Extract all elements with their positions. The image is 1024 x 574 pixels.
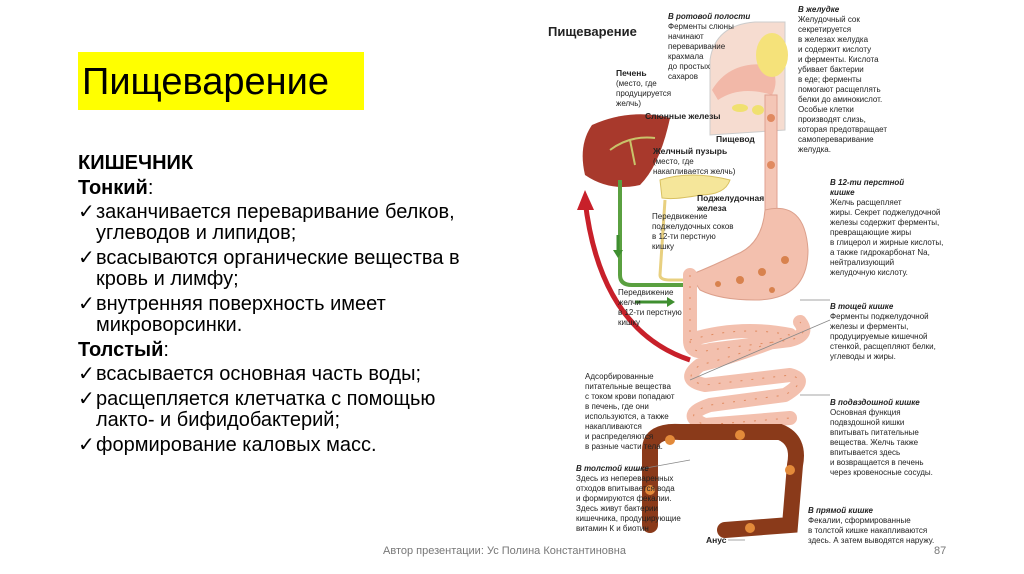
small-intestine-heading: Тонкий: xyxy=(78,177,154,199)
check-icon: ✓ xyxy=(78,293,95,315)
page-number: 87 xyxy=(934,545,947,557)
list-item: ✓всасывается основная часть воды; xyxy=(78,363,422,385)
label-anus: Анус xyxy=(706,535,727,545)
diagram-title: Пищеварение xyxy=(548,24,637,39)
check-icon: ✓ xyxy=(78,247,95,269)
list-item: ✓внутренняя поверхность имеет микроворси… xyxy=(78,293,386,336)
list-item: ✓формирование каловых масс. xyxy=(78,434,377,456)
title-highlight xyxy=(78,52,364,110)
list-item: ✓расщепляется клетчатка с помощью лакто-… xyxy=(78,388,436,431)
heading-intestine: КИШЕЧНИК xyxy=(78,152,194,174)
slide-content: КИШЕЧНИК Тонкий: ✓заканчивается перевари… xyxy=(78,150,478,460)
digestive-system-illustration xyxy=(577,21,831,541)
label-liver: Печень(место, где продуцируется желчь) xyxy=(616,68,672,108)
label-salivary-glands: Слюнные железы xyxy=(645,111,721,121)
label-bile-movement: Передвижение желчи в 12-ти перстную кишк… xyxy=(618,288,682,327)
slide-title: Пищеварение xyxy=(82,61,330,103)
label-gallbladder: Желчный пузырь(место, где накапливается … xyxy=(653,146,736,176)
large-intestine-heading: Толстый: xyxy=(78,339,169,361)
label-esophagus: Пищевод xyxy=(716,134,755,144)
label-absorbed-nutrients: Адсорбированные питательные вещества с т… xyxy=(585,372,675,451)
label-pancreas: Поджелудочная железа xyxy=(697,193,765,213)
check-icon: ✓ xyxy=(78,434,95,456)
label-pancreatic-juice: Передвижение поджелудочных соков в 12-ти… xyxy=(652,212,734,251)
check-icon: ✓ xyxy=(78,201,95,223)
check-icon: ✓ xyxy=(78,363,95,385)
list-item: ✓заканчивается переваривание белков, угл… xyxy=(78,201,455,244)
check-icon: ✓ xyxy=(78,388,95,410)
footer-author: Автор презентации: Ус Полина Константино… xyxy=(383,545,626,557)
list-item: ✓всасываются органические вещества в кро… xyxy=(78,247,460,290)
